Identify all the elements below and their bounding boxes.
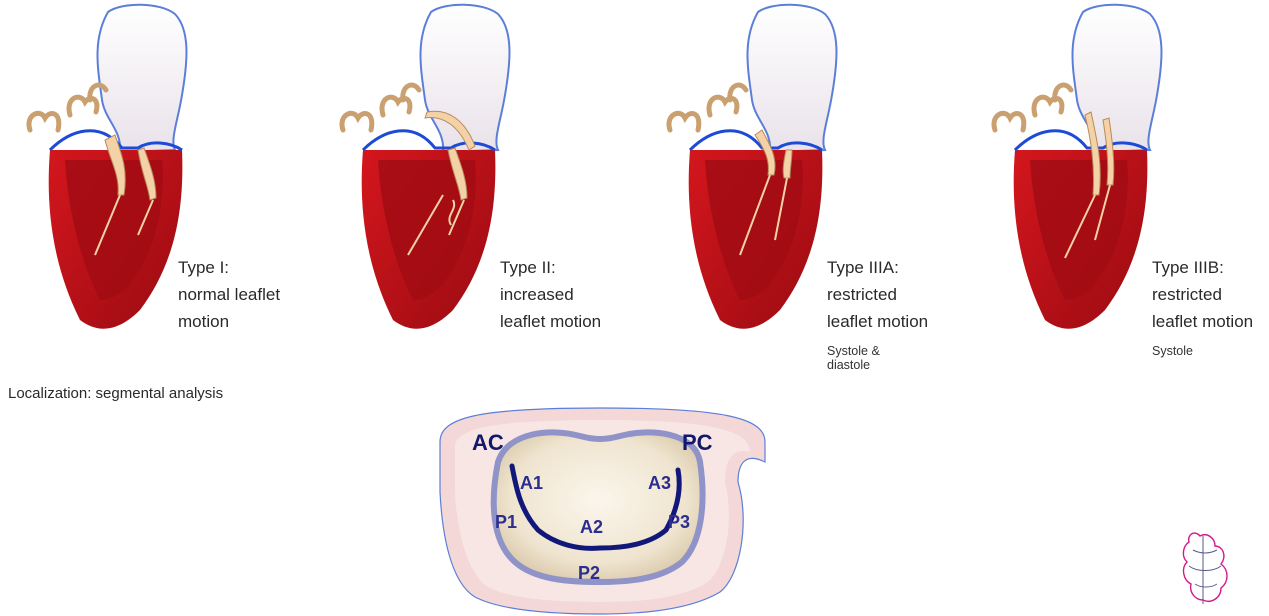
note-line: diastole bbox=[827, 358, 880, 372]
type-label-line: Type IIIB: bbox=[1152, 254, 1253, 281]
segment-p2-label: P2 bbox=[578, 563, 600, 583]
segment-a1-label: A1 bbox=[520, 473, 543, 493]
type-label-line: Type IIIA: bbox=[827, 254, 928, 281]
type-iiib-label: Type IIIB: restricted leaflet motion bbox=[1152, 254, 1253, 335]
type-label-line: increased bbox=[500, 281, 601, 308]
type-label-line: leaflet motion bbox=[1152, 308, 1253, 335]
type-label-line: normal leaflet bbox=[178, 281, 280, 308]
type-label-line: motion bbox=[178, 308, 280, 335]
type-iiib-panel: Type IIIB: restricted leaflet motion Sys… bbox=[985, 0, 1269, 380]
segment-p1-label: P1 bbox=[495, 512, 517, 532]
type-ii-panel: Type II: increased leaflet motion bbox=[333, 0, 633, 380]
type-label-line: Type II: bbox=[500, 254, 601, 281]
segment-p3-label: P3 bbox=[668, 512, 690, 532]
note-line: Systole bbox=[1152, 344, 1193, 358]
type-label-line: leaflet motion bbox=[500, 308, 601, 335]
mitral-valve-diagram: AC PC A1 A3 P1 A2 P3 P2 bbox=[420, 402, 780, 616]
type-iiib-note: Systole bbox=[1152, 344, 1193, 358]
posterior-commissure-label: PC bbox=[682, 430, 713, 455]
type-label-line: restricted bbox=[827, 281, 928, 308]
type-ii-label: Type II: increased leaflet motion bbox=[500, 254, 601, 335]
anterior-commissure-label: AC bbox=[472, 430, 504, 455]
type-label-line: restricted bbox=[1152, 281, 1253, 308]
type-i-panel: Type I: normal leaflet motion bbox=[10, 0, 310, 380]
type-label-line: Type I: bbox=[178, 254, 280, 281]
heart-logo-icon bbox=[1175, 528, 1235, 613]
type-iiia-label: Type IIIA: restricted leaflet motion bbox=[827, 254, 928, 335]
type-label-line: leaflet motion bbox=[827, 308, 928, 335]
note-line: Systole & bbox=[827, 344, 880, 358]
localization-title: Localization: segmental analysis bbox=[8, 385, 223, 402]
segment-a3-label: A3 bbox=[648, 473, 671, 493]
type-i-label: Type I: normal leaflet motion bbox=[178, 254, 280, 335]
type-iiia-panel: Type IIIA: restricted leaflet motion Sys… bbox=[660, 0, 960, 380]
segment-a2-label: A2 bbox=[580, 517, 603, 537]
type-iiia-note: Systole & diastole bbox=[827, 344, 880, 372]
